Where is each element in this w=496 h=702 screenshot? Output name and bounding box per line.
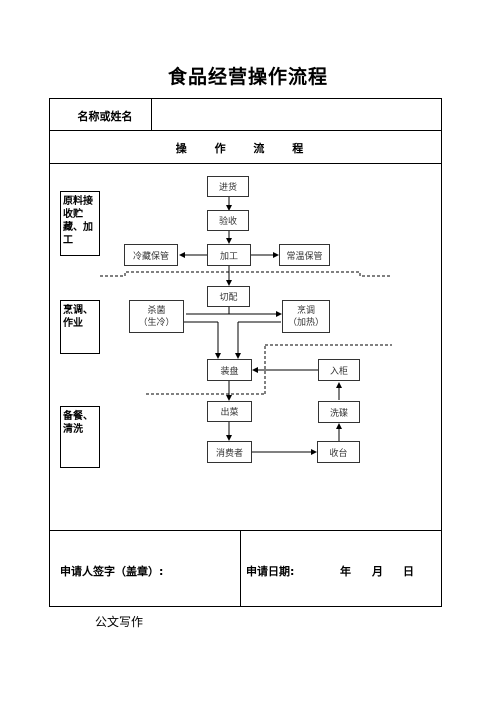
- stage-serving-cleaning: 备餐、清洗: [60, 406, 100, 468]
- sterilize-note: （生冷）: [138, 317, 175, 328]
- applicant-signature-label: 申请人签字（盖章）:: [60, 565, 164, 578]
- document-title: 食品经营操作流程: [167, 66, 328, 88]
- name-label: 名称或姓名: [77, 110, 133, 123]
- form-frame: [49, 98, 442, 607]
- application-date-label: 申请日期:: [246, 565, 295, 578]
- sterilize-label: 杀菌: [147, 305, 166, 316]
- footer-caption: 公文写作: [95, 615, 144, 629]
- flow-box-room-storage: 常温保管: [279, 244, 330, 266]
- stage-cooking: 烹调、作业: [60, 300, 100, 354]
- flow-box-cooking: 烹调 （加热）: [282, 300, 330, 333]
- flow-box-cabinet: 入柜: [318, 359, 360, 381]
- stage-receive-store-process: 原料接收贮藏、加工: [60, 191, 100, 256]
- row-divider-2: [49, 163, 442, 164]
- cooking-label: 烹调: [296, 305, 315, 316]
- flow-box-purchase: 进货: [207, 176, 249, 197]
- flow-box-cutting: 切配: [207, 286, 250, 307]
- flow-box-cold-storage: 冷藏保管: [124, 244, 178, 266]
- process-title: 操 作 流 程: [175, 142, 316, 155]
- flow-box-wash-dishes: 洗碟: [318, 401, 360, 423]
- divider-dash-stage1: [124, 271, 392, 277]
- row-divider-3: [49, 530, 442, 531]
- flow-box-processing: 加工: [207, 244, 251, 266]
- footer-cell-divider: [240, 530, 241, 607]
- flow-box-acceptance: 验收: [207, 210, 249, 231]
- row-divider-1: [49, 130, 442, 131]
- flow-box-sterilize: 杀菌 （生冷）: [129, 300, 184, 333]
- cooking-note: （加热）: [287, 317, 324, 328]
- flow-box-collect: 收台: [317, 441, 360, 463]
- flow-box-consumer: 消费者: [207, 441, 252, 463]
- date-month-label: 月: [372, 565, 383, 578]
- date-day-label: 日: [403, 565, 414, 578]
- name-cell-divider: [151, 98, 152, 130]
- date-year-label: 年: [340, 565, 351, 578]
- flow-box-serve: 出菜: [207, 401, 252, 422]
- flow-box-plating: 装盘: [207, 359, 252, 381]
